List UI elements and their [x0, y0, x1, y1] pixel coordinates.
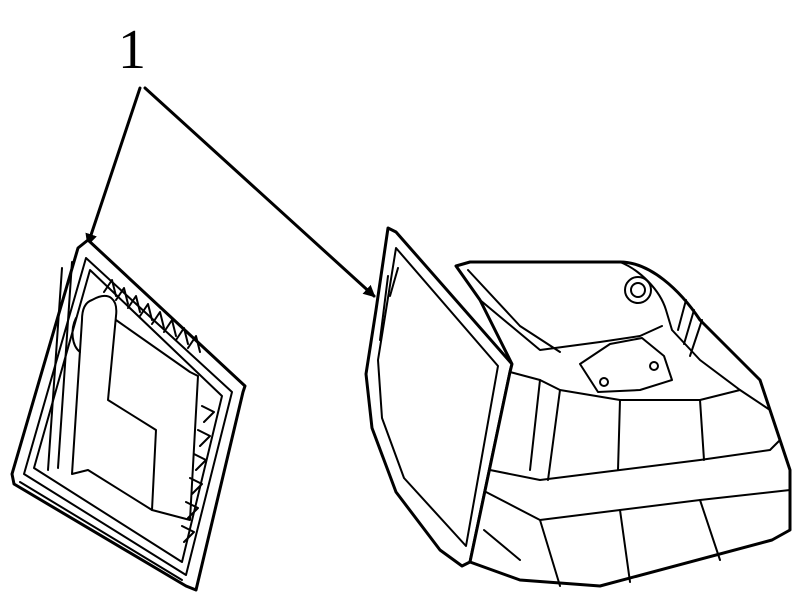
leader-line-to-lid: [85, 86, 142, 246]
callout-leaders: [85, 86, 376, 298]
housing-box-drawing: [364, 226, 792, 588]
lid-cover-drawing: [10, 238, 247, 592]
leader-line-to-housing: [143, 86, 376, 298]
callout-number-label: 1: [118, 19, 146, 81]
